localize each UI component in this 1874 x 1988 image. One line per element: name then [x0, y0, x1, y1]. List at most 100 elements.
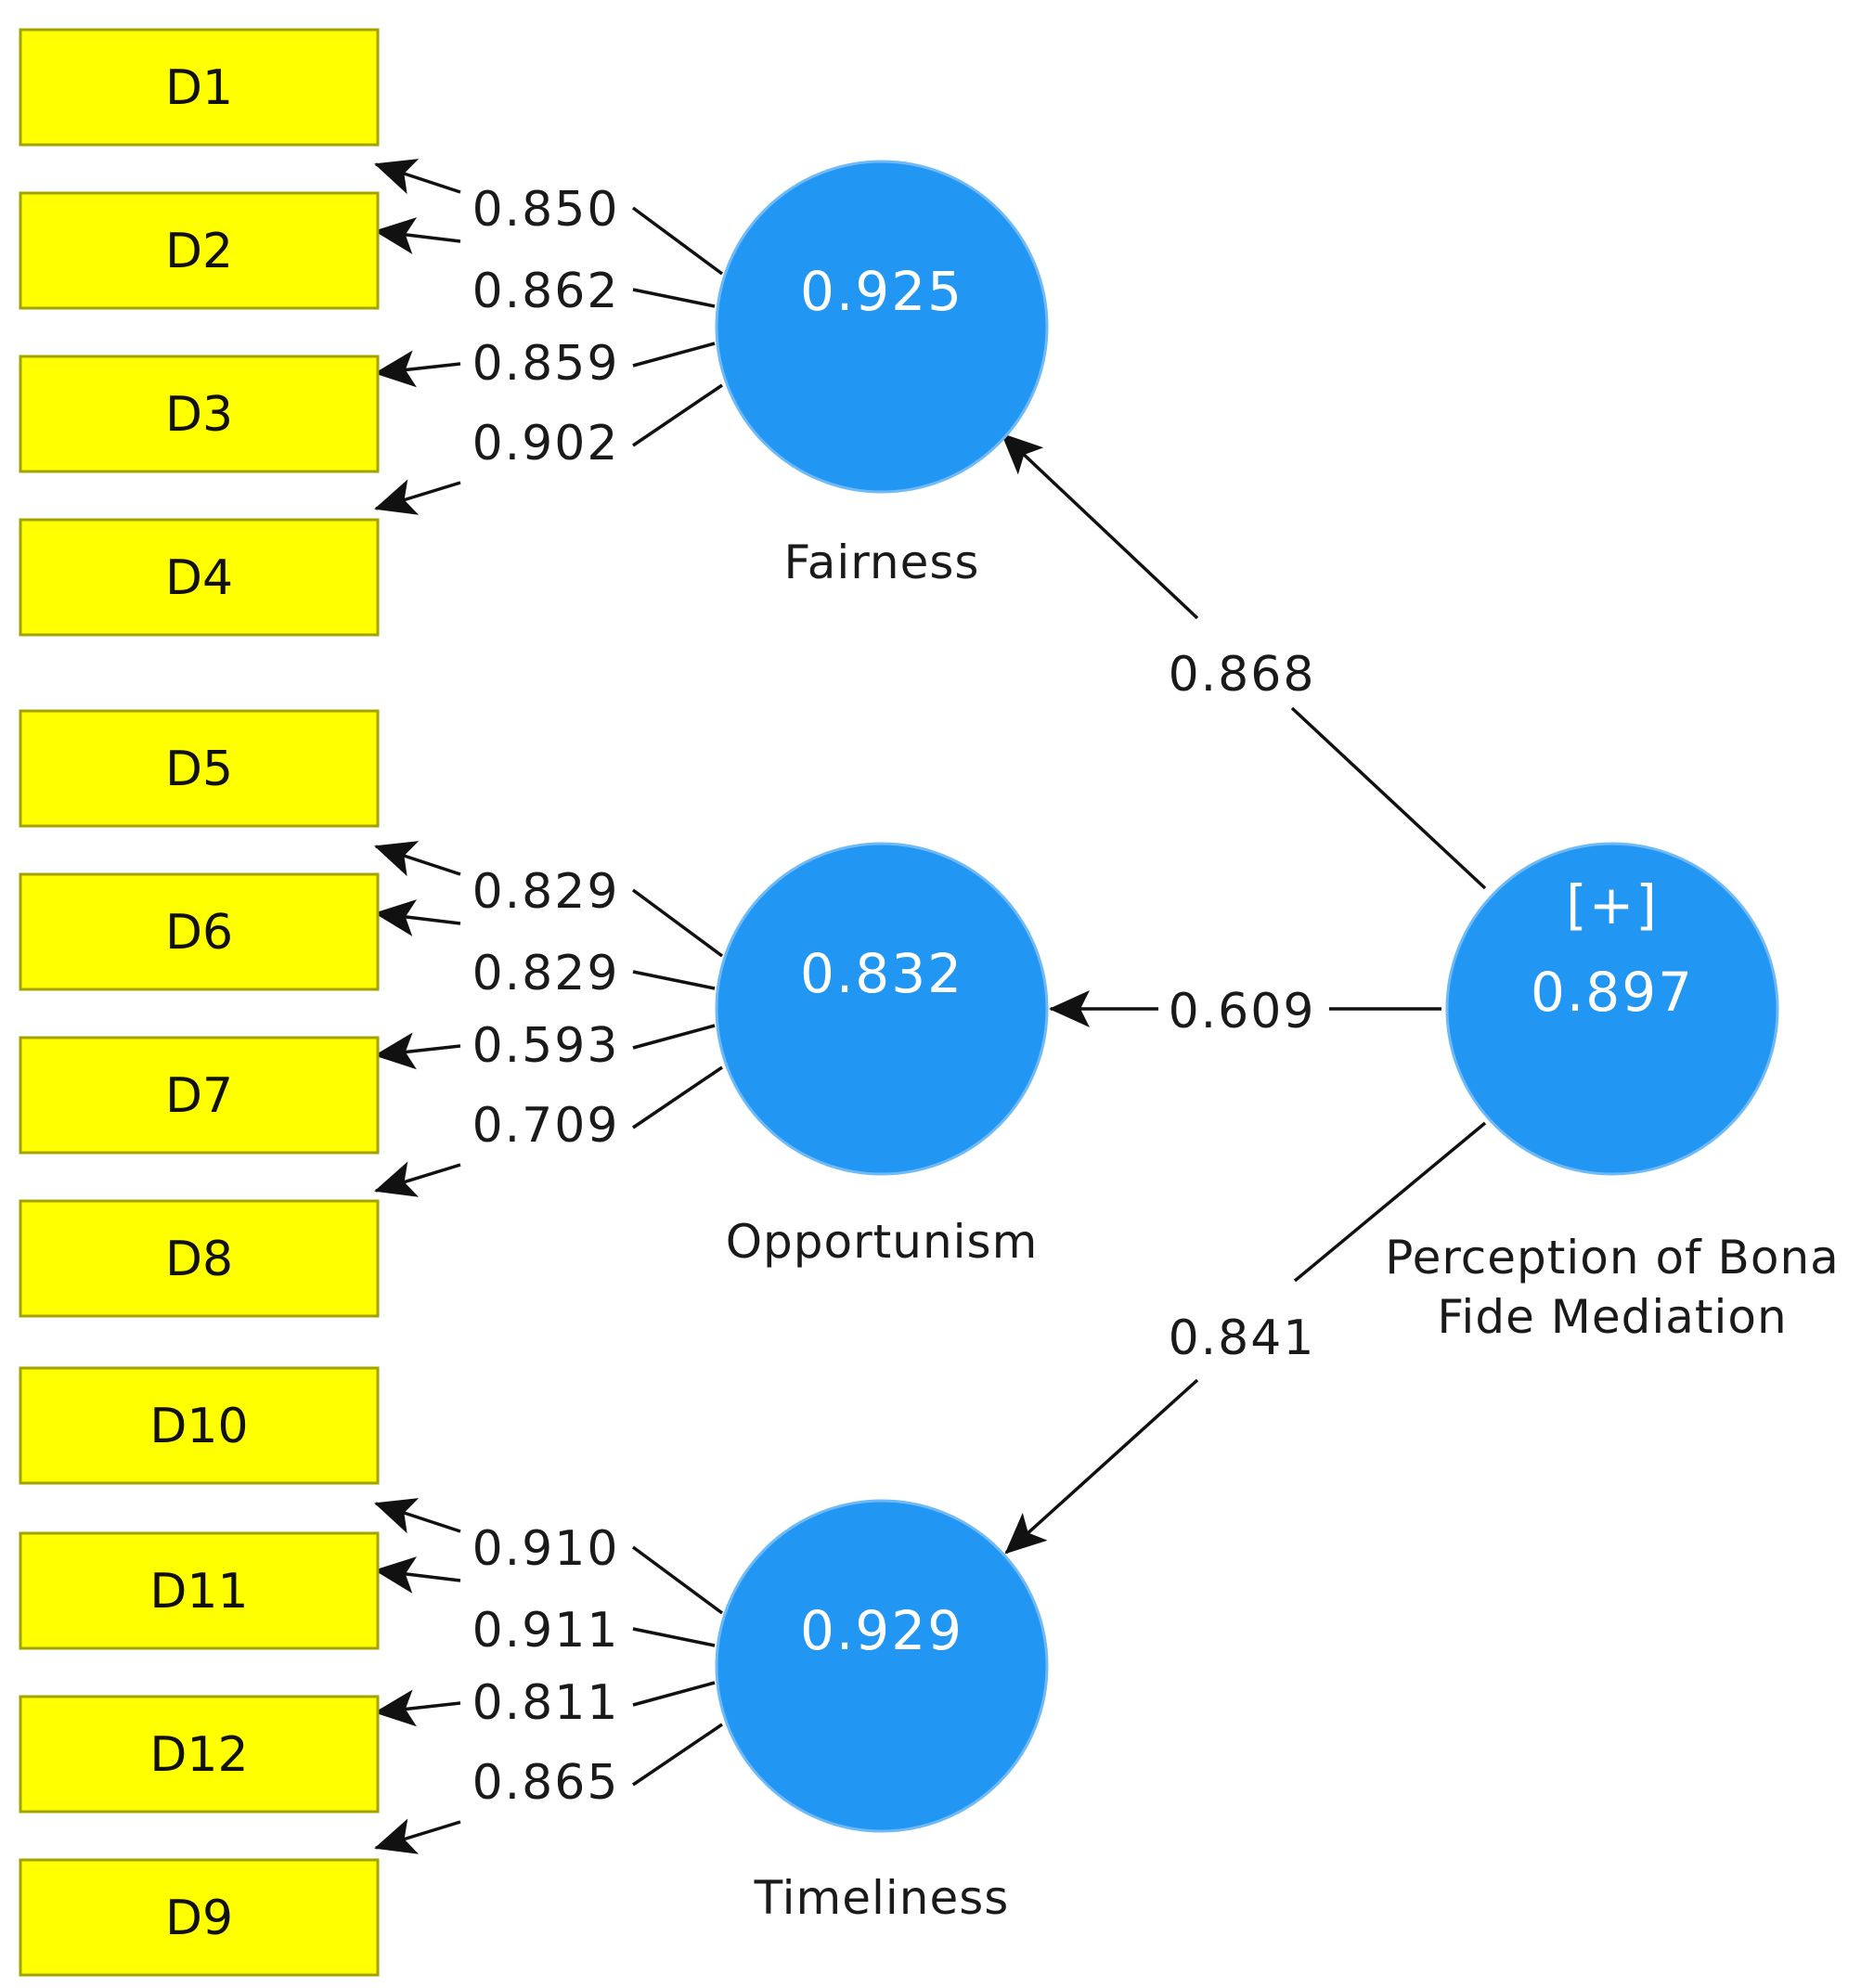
indicator-box — [19, 1036, 380, 1155]
loading-value: 0.902 — [472, 416, 620, 471]
construct-circle — [1445, 842, 1779, 1176]
path-edge-segment — [1290, 706, 1487, 890]
indicator-d11: D11 — [19, 1531, 380, 1650]
indicator-label: D7 — [165, 1068, 233, 1124]
path-coefficient: 0.609 — [1169, 984, 1316, 1039]
path-coefficient: 0.868 — [1169, 647, 1316, 703]
indicator-box — [19, 872, 380, 991]
indicator-label: D2 — [165, 224, 233, 279]
loading-edge-segment — [632, 383, 723, 447]
loading-arrow — [374, 159, 461, 195]
loading-arrow — [374, 1161, 461, 1197]
loading-arrow — [374, 1818, 461, 1854]
construct-marker: [+] — [1566, 873, 1659, 936]
indicator-box — [19, 709, 380, 828]
path-coefficient: 0.841 — [1169, 1310, 1316, 1366]
indicator-box — [19, 1199, 380, 1318]
indicator-d7: D7 — [19, 1036, 380, 1155]
loading-arrow — [374, 899, 461, 936]
loading-edge-segment — [631, 888, 724, 958]
indicator-box — [19, 355, 380, 473]
indicator-label: D12 — [149, 1727, 248, 1783]
indicator-box — [19, 1695, 380, 1814]
indicator-d10: D10 — [19, 1366, 380, 1485]
indicator-label: D6 — [165, 905, 233, 961]
construct-name: Fide Mediation — [1437, 1290, 1787, 1344]
loading-value: 0.829 — [472, 864, 620, 920]
indicator-box — [19, 28, 380, 147]
loading-arrow — [374, 479, 461, 515]
loading-value: 0.862 — [472, 264, 620, 319]
loading-value: 0.829 — [472, 946, 620, 1001]
construct-name: Fairness — [784, 536, 980, 589]
loading-value: 0.859 — [472, 336, 620, 392]
indicator-box — [19, 1366, 380, 1485]
loading-arrow — [374, 1556, 461, 1594]
loading-edge-segment — [632, 970, 716, 990]
construct-name: Opportunism — [726, 1215, 1039, 1269]
indicator-label: D3 — [165, 387, 233, 443]
indicator-box — [19, 191, 380, 310]
indicator-d1: D1 — [19, 28, 380, 147]
indicator-d4: D4 — [19, 518, 380, 637]
indicator-d9: D9 — [19, 1858, 380, 1977]
construct-value: 0.925 — [800, 260, 963, 323]
loading-edge-segment — [632, 1024, 716, 1050]
indicator-label: D9 — [165, 1891, 233, 1946]
construct-value: 0.832 — [800, 942, 963, 1005]
loading-arrow — [374, 841, 461, 877]
loading-value: 0.850 — [472, 182, 620, 238]
loading-arrow — [374, 1498, 461, 1534]
loading-arrow — [374, 1689, 461, 1727]
indicator-d8: D8 — [19, 1199, 380, 1318]
indicator-d6: D6 — [19, 872, 380, 991]
loading-arrow — [374, 217, 461, 254]
indicator-box — [19, 1858, 380, 1977]
indicator-d5: D5 — [19, 709, 380, 828]
indicator-d2: D2 — [19, 191, 380, 310]
construct-circle — [715, 1499, 1049, 1833]
loading-value: 0.811 — [472, 1675, 620, 1731]
loading-value: 0.709 — [472, 1098, 620, 1154]
indicator-d12: D12 — [19, 1695, 380, 1814]
loading-edge-segment — [632, 1681, 716, 1707]
indicator-label: D1 — [165, 60, 233, 116]
loading-value: 0.865 — [472, 1755, 620, 1811]
loading-edge-segment — [632, 288, 716, 308]
construct-circle — [715, 160, 1049, 494]
loading-edge-segment — [631, 206, 724, 276]
indicator-d3: D3 — [19, 355, 380, 473]
loading-value: 0.593 — [472, 1018, 620, 1074]
loading-edge-segment — [631, 1545, 724, 1615]
loading-value: 0.910 — [472, 1521, 620, 1577]
construct-name: Perception of Bona — [1385, 1231, 1840, 1284]
construct-value: 0.897 — [1531, 961, 1694, 1024]
edges-layer — [374, 159, 1487, 1854]
loading-edge-segment — [632, 342, 716, 368]
indicator-label: D4 — [165, 550, 233, 606]
path-arrow — [1001, 432, 1199, 620]
indicator-label: D10 — [149, 1399, 248, 1454]
construct-name: Timeliness — [754, 1871, 1010, 1925]
loading-edge-segment — [632, 1627, 716, 1647]
indicator-box — [19, 1531, 380, 1650]
path-arrow — [1004, 1378, 1199, 1555]
indicator-label: D5 — [165, 742, 233, 797]
loading-edge-segment — [632, 1723, 723, 1787]
indicator-label: D11 — [149, 1564, 248, 1620]
loading-value: 0.911 — [472, 1603, 620, 1659]
indicator-box — [19, 518, 380, 637]
loading-edge-segment — [632, 1065, 723, 1130]
loading-arrow — [374, 350, 461, 388]
path-edge-segment — [1293, 1121, 1487, 1283]
indicator-label: D8 — [165, 1232, 233, 1287]
construct-value: 0.929 — [800, 1599, 963, 1662]
loading-arrow — [374, 1032, 461, 1070]
construct-circle — [715, 842, 1049, 1176]
